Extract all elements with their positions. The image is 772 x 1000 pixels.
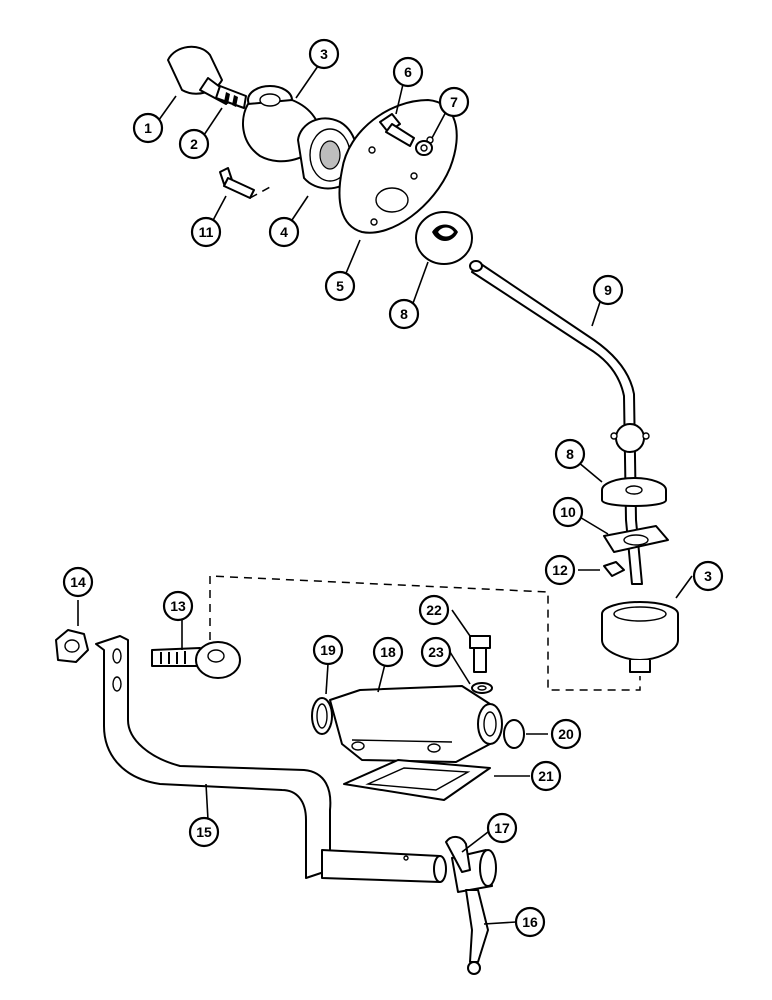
svg-text:20: 20 xyxy=(558,726,574,742)
svg-text:13: 13 xyxy=(170,598,186,614)
svg-text:15: 15 xyxy=(196,824,212,840)
svg-text:19: 19 xyxy=(320,642,336,658)
rod-end xyxy=(151,641,241,679)
svg-text:3: 3 xyxy=(704,568,712,584)
svg-text:6: 6 xyxy=(404,64,412,80)
washer-cover xyxy=(471,682,493,694)
svg-text:14: 14 xyxy=(70,574,86,590)
callout-19: 19 xyxy=(312,634,344,666)
callout-1: 1 xyxy=(132,112,164,144)
lock-nut xyxy=(215,85,247,109)
svg-text:18: 18 xyxy=(380,644,396,660)
washer xyxy=(415,140,433,156)
callout-8-upper: 8 xyxy=(388,298,420,330)
callout-10: 10 xyxy=(552,496,584,528)
svg-text:8: 8 xyxy=(566,446,574,462)
callout-12: 12 xyxy=(544,554,576,586)
callout-21: 21 xyxy=(530,760,562,792)
flange-upper xyxy=(415,211,473,265)
svg-text:1: 1 xyxy=(144,120,152,136)
plug xyxy=(503,719,525,749)
callout-5: 5 xyxy=(324,270,356,302)
pin xyxy=(445,836,471,873)
callout-4: 4 xyxy=(268,216,300,248)
callout-20: 20 xyxy=(550,718,582,750)
gaiter-lower xyxy=(601,601,679,673)
nut-large xyxy=(55,629,89,663)
bolt-small xyxy=(219,167,255,199)
svg-text:4: 4 xyxy=(280,224,288,240)
cover-gasket xyxy=(343,759,491,801)
svg-text:7: 7 xyxy=(450,94,458,110)
mounting-plate xyxy=(338,99,458,234)
callout-16: 16 xyxy=(514,906,546,938)
callout-7: 7 xyxy=(438,86,470,118)
callout-14: 14 xyxy=(62,566,94,598)
svg-text:17: 17 xyxy=(494,820,510,836)
callout-8-lower: 8 xyxy=(554,438,586,470)
svg-text:23: 23 xyxy=(428,644,444,660)
cover-housing xyxy=(329,685,503,763)
callout-6: 6 xyxy=(392,56,424,88)
seal-ring xyxy=(311,697,333,735)
callout-9: 9 xyxy=(592,274,624,306)
svg-text:22: 22 xyxy=(426,602,442,618)
gasket xyxy=(603,525,669,553)
flange-lower xyxy=(601,477,667,507)
callout-13: 13 xyxy=(162,590,194,622)
callout-11: 11 xyxy=(190,216,222,248)
svg-text:21: 21 xyxy=(538,768,554,784)
callout-18: 18 xyxy=(372,636,404,668)
callout-2: 2 xyxy=(178,128,210,160)
svg-text:5: 5 xyxy=(336,278,344,294)
svg-text:10: 10 xyxy=(560,504,576,520)
callout-17: 17 xyxy=(486,812,518,844)
nut-small xyxy=(603,561,625,577)
callout-23: 23 xyxy=(420,636,452,668)
svg-text:12: 12 xyxy=(552,562,568,578)
callout-22: 22 xyxy=(418,594,450,626)
callout-15: 15 xyxy=(188,816,220,848)
selector-arm xyxy=(451,849,497,975)
callout-3-lower: 3 xyxy=(692,560,724,592)
svg-text:9: 9 xyxy=(604,282,612,298)
cross-shaft-lever xyxy=(95,635,447,883)
svg-text:16: 16 xyxy=(522,914,538,930)
bolt-upper xyxy=(379,113,415,147)
svg-text:11: 11 xyxy=(199,224,214,240)
svg-text:3: 3 xyxy=(320,46,328,62)
bolt-cover xyxy=(469,635,491,673)
gear-lever-rod xyxy=(469,260,650,585)
callout-3-upper: 3 xyxy=(308,38,340,70)
svg-text:8: 8 xyxy=(400,306,408,322)
svg-text:2: 2 xyxy=(190,136,198,152)
